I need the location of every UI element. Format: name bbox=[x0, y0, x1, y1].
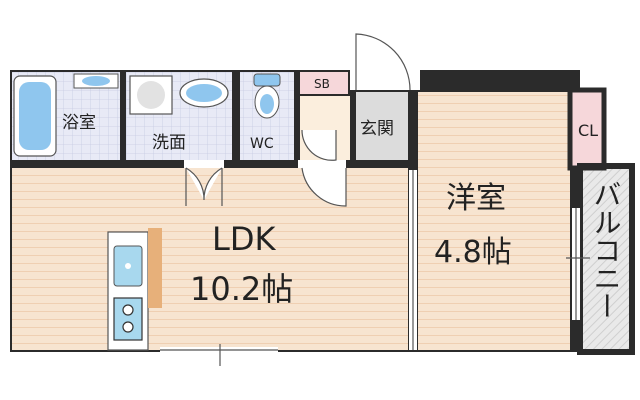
closet-floor bbox=[572, 92, 602, 166]
bath-label: 浴室 bbox=[62, 113, 96, 133]
washroom-sink-icon bbox=[179, 78, 229, 108]
western-room-label: 洋室 bbox=[446, 181, 506, 216]
bathtub-icon bbox=[13, 75, 57, 157]
wall-wc-hall bbox=[294, 70, 300, 168]
wall-hall-entrance bbox=[350, 90, 356, 168]
washing-machine-icon bbox=[129, 75, 173, 115]
ldk-label: LDK bbox=[212, 220, 276, 258]
wc-label: WC bbox=[250, 136, 274, 152]
toilet-icon bbox=[253, 73, 281, 119]
stove-burner-icon bbox=[113, 297, 143, 341]
washroom-label: 洗面 bbox=[152, 133, 186, 153]
doors bbox=[160, 33, 590, 366]
sb-label: SB bbox=[314, 77, 330, 91]
balcony-floor bbox=[580, 166, 632, 352]
wall-wash-wc bbox=[232, 70, 240, 168]
closet-label: CL bbox=[578, 121, 598, 140]
closet-wall bbox=[567, 87, 607, 171]
western-room-floor bbox=[418, 92, 570, 350]
wall-bath-wash bbox=[120, 70, 126, 162]
balcony-label: バルコニー bbox=[590, 180, 623, 320]
ldk-size: 10.2帖 bbox=[190, 270, 293, 308]
ldk-floor bbox=[12, 168, 408, 350]
entrance-floor bbox=[356, 92, 408, 160]
washbasin-icon bbox=[73, 73, 119, 89]
western-room-size: 4.8帖 bbox=[434, 235, 512, 270]
entrance-label: 玄関 bbox=[360, 119, 394, 139]
sb-storage bbox=[300, 72, 348, 94]
